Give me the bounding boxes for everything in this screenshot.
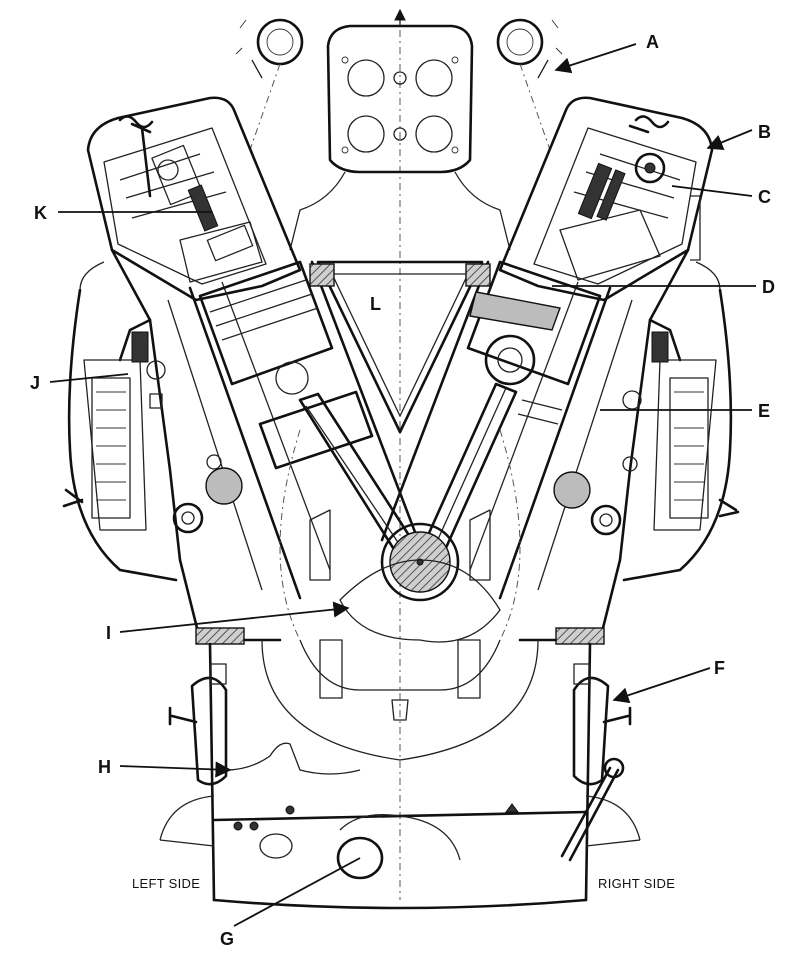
- left-crankcase-flange: [195, 627, 245, 645]
- v-valley: [309, 260, 491, 434]
- left-inspection-cover: [168, 663, 228, 786]
- label-e: E: [758, 401, 770, 421]
- label-a: A: [646, 32, 659, 52]
- label-k: K: [34, 203, 47, 223]
- label-g: G: [220, 929, 234, 949]
- label-j: J: [30, 373, 40, 393]
- intake-manifold: [289, 8, 511, 251]
- crankcase-bearing-housing: [261, 639, 539, 761]
- right-side-label: RIGHT SIDE: [598, 876, 675, 891]
- label-c: C: [758, 187, 771, 207]
- right-cylinder-head: [498, 96, 714, 302]
- left-head-gasket: [309, 263, 335, 287]
- leader-lines: [49, 43, 756, 927]
- right-inspection-cover: [572, 663, 632, 786]
- exhaust-elbows: [235, 18, 563, 151]
- label-b: B: [758, 122, 771, 142]
- label-f: F: [714, 658, 725, 678]
- label-d: D: [762, 277, 775, 297]
- left-cylinder-head: [86, 96, 302, 302]
- label-i: I: [106, 623, 111, 643]
- right-piston: [466, 260, 602, 425]
- left-fuel-pump-assembly: [62, 261, 243, 582]
- right-crankcase-flange: [555, 627, 605, 645]
- right-head-gasket: [465, 263, 491, 287]
- left-side-label: LEFT SIDE: [132, 876, 200, 891]
- crankshaft: [279, 429, 521, 643]
- right-fuel-pump-assembly: [553, 261, 740, 582]
- dipstick: [560, 757, 625, 862]
- label-h: H: [98, 757, 111, 777]
- label-l: L: [370, 294, 381, 314]
- oil-line: [225, 742, 361, 775]
